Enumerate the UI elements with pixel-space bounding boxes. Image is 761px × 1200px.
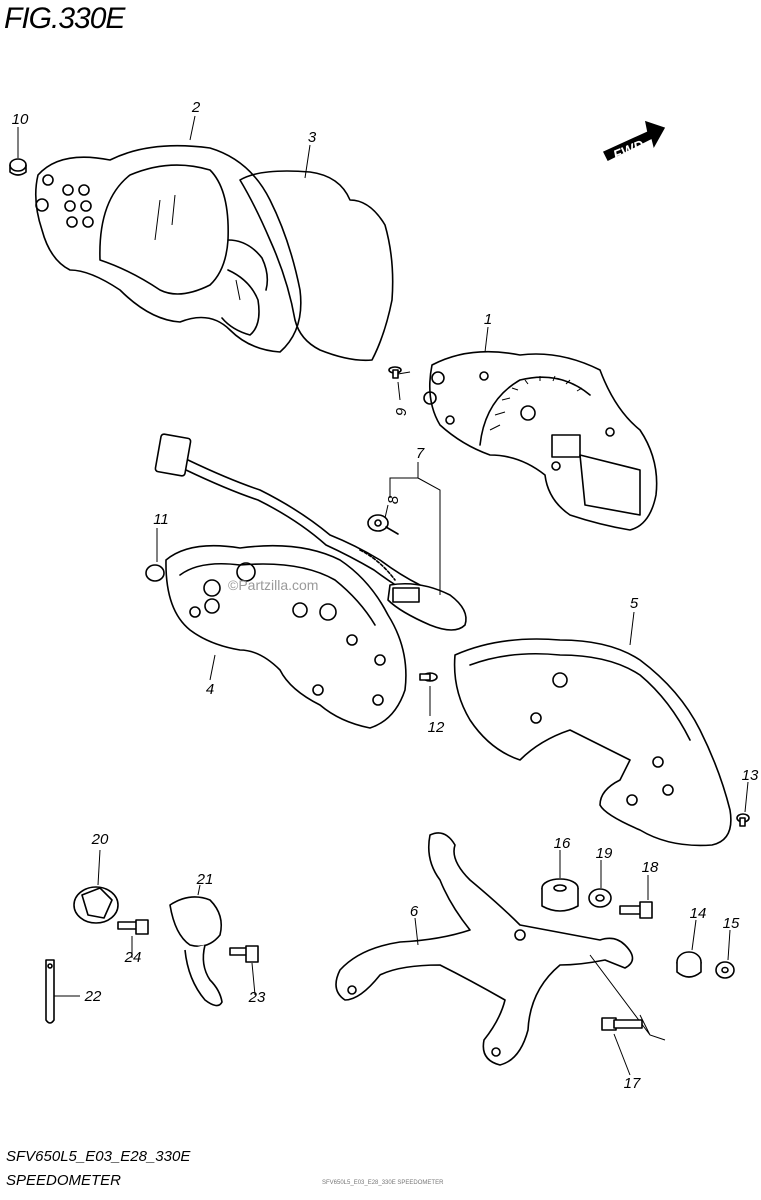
callout-9: 9	[393, 407, 410, 416]
callout-2: 2	[191, 99, 201, 116]
part-24-screw-drawing	[117, 919, 149, 935]
callout-18: 18	[642, 859, 659, 876]
footnote: SFV650L5_E03_E28_330E SPEEDOMETER	[322, 1180, 444, 1186]
part-22-strap-drawing	[45, 959, 55, 1024]
figure-title: FIG.330E	[4, 2, 125, 35]
part-1-meter-assembly-drawing	[423, 350, 658, 531]
callout-19: 19	[596, 845, 613, 862]
part-16-grommet-drawing	[541, 878, 579, 912]
part-18-bolt-drawing	[619, 901, 653, 919]
part-15-nut-drawing	[715, 961, 735, 979]
part-7-wire-harness-drawing	[154, 433, 467, 631]
callout-16: 16	[554, 835, 571, 852]
part-20-holder-drawing	[73, 886, 119, 924]
callout-7: 7	[416, 445, 425, 462]
part-21-bracket-drawing	[169, 896, 223, 1007]
callout-23: 23	[248, 989, 266, 1006]
fwd-arrow-icon: FWD	[602, 120, 666, 163]
part-3-lens-drawing	[239, 170, 394, 362]
part-4-lower-case-drawing	[165, 544, 407, 729]
callout-8: 8	[385, 495, 402, 504]
callout-5: 5	[630, 595, 639, 612]
callout-3: 3	[308, 129, 317, 146]
part-17-bolt-drawing	[601, 1017, 643, 1031]
part-2-meter-cover-drawing	[34, 144, 302, 353]
fwd-label: FWD	[611, 136, 647, 163]
part-6-bracket-drawing	[335, 832, 666, 1066]
model-code: SFV650L5_E03_E28_330E	[6, 1148, 191, 1165]
part-14-grommet-drawing	[676, 951, 702, 978]
part-23-screw-drawing	[229, 945, 259, 963]
callout-14: 14	[690, 905, 707, 922]
callout-10: 10	[12, 111, 29, 128]
part-11-cap-drawing	[145, 564, 165, 582]
callout-22: 22	[84, 988, 102, 1005]
part-5-rear-cover-drawing	[453, 638, 732, 847]
part-8-clamp-drawing	[367, 514, 399, 535]
callout-13: 13	[742, 767, 759, 784]
callout-numbers: 1 2 3 4 5 6 7 8 9 10 11 12 13 14 15 16 1…	[12, 99, 759, 1092]
callout-12: 12	[428, 719, 445, 736]
callout-6: 6	[410, 903, 419, 920]
callout-11: 11	[153, 511, 169, 528]
callout-1: 1	[484, 311, 492, 328]
callout-20: 20	[91, 831, 109, 848]
leader-lines	[17, 115, 749, 1076]
part-19-washer-drawing	[588, 888, 612, 908]
part-12-screw-drawing	[419, 672, 438, 682]
callout-4: 4	[206, 681, 214, 698]
callout-24: 24	[124, 949, 142, 966]
callout-17: 17	[624, 1075, 641, 1092]
watermark: ©Partzilla.com	[228, 577, 319, 593]
part-10-cap-drawing	[9, 158, 27, 176]
part-13-screw-drawing	[736, 813, 750, 827]
figure-name: SPEEDOMETER	[6, 1172, 122, 1189]
part-9-screw-drawing	[388, 366, 411, 379]
callout-21: 21	[196, 871, 214, 888]
callout-15: 15	[723, 915, 740, 932]
